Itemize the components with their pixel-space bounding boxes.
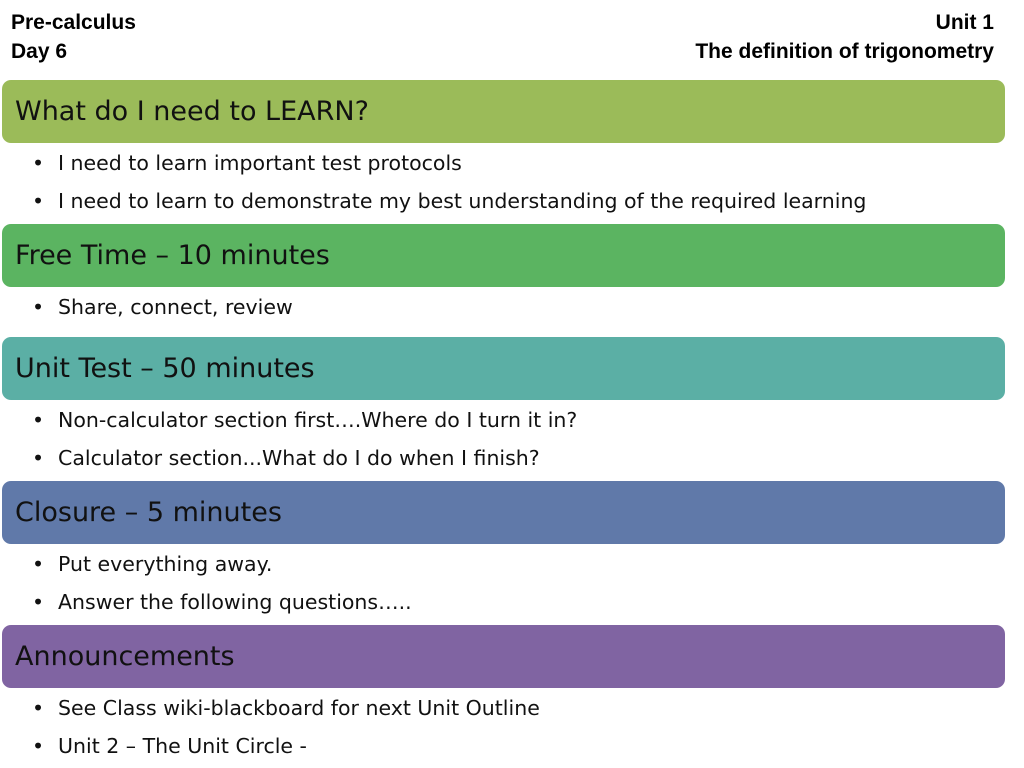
bullet-text: Unit 2 – The Unit Circle - — [58, 734, 307, 758]
list-item: • I need to learn to demonstrate my best … — [32, 182, 866, 220]
section-bar-closure: Closure – 5 minutes — [2, 481, 1005, 544]
section-bullets-announcements: • See Class wiki-blackboard for next Unit… — [32, 689, 540, 765]
bullet-text: Put everything away. — [58, 552, 273, 576]
bullet-text: Calculator section...What do I do when I… — [58, 446, 540, 470]
list-item: • Non-calculator section first….Where do … — [32, 401, 577, 439]
unit-label: Unit 1 — [935, 11, 994, 34]
section-bullets-learn: • I need to learn important test protocol… — [32, 144, 866, 220]
list-item: • Unit 2 – The Unit Circle - — [32, 727, 540, 765]
bullet-icon: • — [32, 590, 45, 614]
course-title: Pre-calculus — [11, 11, 136, 34]
list-item: • Calculator section...What do I do when … — [32, 439, 577, 477]
list-item: • Put everything away. — [32, 545, 412, 583]
bullet-text: Non-calculator section first….Where do I… — [58, 408, 578, 432]
section-title: Unit Test – 50 minutes — [15, 353, 315, 384]
header-right: Unit 1 The definition of trigonometry — [695, 8, 994, 66]
bullet-icon: • — [32, 295, 45, 319]
section-bar-free-time: Free Time – 10 minutes — [2, 224, 1005, 287]
section-bar-learn: What do I need to LEARN? — [2, 80, 1005, 143]
section-bar-unit-test: Unit Test – 50 minutes — [2, 337, 1005, 400]
section-title: What do I need to LEARN? — [15, 96, 369, 127]
section-bullets-free-time: • Share, connect, review — [32, 288, 293, 326]
bullet-icon: • — [32, 189, 45, 213]
list-item: • See Class wiki-blackboard for next Unit… — [32, 689, 540, 727]
bullet-text: I need to learn to demonstrate my best u… — [58, 189, 867, 213]
section-bullets-unit-test: • Non-calculator section first….Where do … — [32, 401, 577, 477]
bullet-icon: • — [32, 151, 45, 175]
section-title: Free Time – 10 minutes — [15, 240, 330, 271]
unit-title: The definition of trigonometry — [695, 40, 994, 63]
bullet-icon: • — [32, 734, 45, 758]
bullet-icon: • — [32, 696, 45, 720]
header-left: Pre-calculus Day 6 — [11, 8, 136, 66]
section-title: Closure – 5 minutes — [15, 497, 282, 528]
list-item: • Share, connect, review — [32, 288, 293, 326]
list-item: • Answer the following questions….. — [32, 583, 412, 621]
day-label: Day 6 — [11, 40, 68, 63]
section-bullets-closure: • Put everything away. • Answer the follow… — [32, 545, 412, 621]
bullet-text: See Class wiki-blackboard for next Unit … — [58, 696, 540, 720]
bullet-text: Share, connect, review — [58, 295, 293, 319]
section-bar-announcements: Announcements — [2, 625, 1005, 688]
bullet-text: Answer the following questions….. — [58, 590, 412, 614]
section-title: Announcements — [15, 641, 235, 672]
bullet-text: I need to learn important test protocols — [58, 151, 462, 175]
bullet-icon: • — [32, 408, 45, 432]
list-item: • I need to learn important test protocol… — [32, 144, 866, 182]
bullet-icon: • — [32, 446, 45, 470]
bullet-icon: • — [32, 552, 45, 576]
